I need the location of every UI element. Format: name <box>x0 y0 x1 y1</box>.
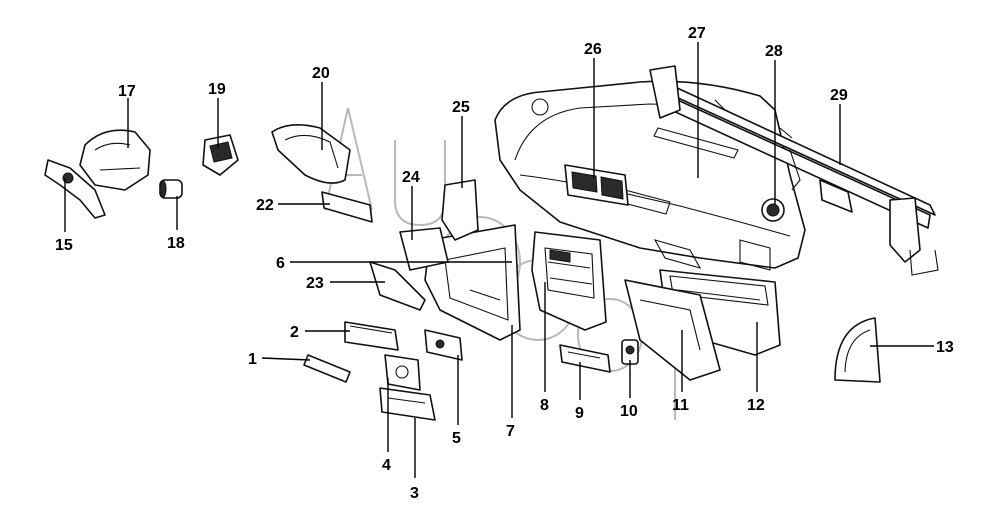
callout-28: 28 <box>765 43 783 60</box>
callout-24: 24 <box>402 169 420 186</box>
knob-part <box>159 179 183 199</box>
callout-5: 5 <box>452 430 461 447</box>
callout-2: 2 <box>290 324 299 341</box>
callout-3: 3 <box>410 485 419 502</box>
callout-20: 20 <box>312 65 330 82</box>
vent-duct-part <box>271 124 351 184</box>
callout-18: 18 <box>167 235 185 252</box>
callout-11: 11 <box>672 397 689 414</box>
callout-26: 26 <box>584 41 602 58</box>
end-cover-13-part <box>834 317 881 383</box>
callout-4: 4 <box>382 457 391 474</box>
center-console-frame-part <box>531 231 607 331</box>
speaker-part <box>761 198 785 222</box>
callout-25: 25 <box>452 99 470 116</box>
callout-23: 23 <box>306 275 324 292</box>
bracket-25-part <box>441 179 479 241</box>
module-2-part <box>344 321 399 351</box>
callout-8: 8 <box>540 397 549 414</box>
cross-beam-part <box>649 65 939 276</box>
switch-panel-5-part <box>424 329 463 361</box>
bracket-24-part <box>399 227 449 271</box>
callout-17: 17 <box>118 83 136 100</box>
callout-19: 19 <box>208 81 226 98</box>
callout-12: 12 <box>747 397 765 414</box>
callout-15: 15 <box>55 237 73 254</box>
side-vent-part <box>202 134 239 176</box>
tray-part <box>559 344 611 373</box>
callout-13: 13 <box>936 339 954 356</box>
center-vent-part <box>564 164 629 206</box>
column-cover-part <box>79 129 151 191</box>
callout-labels: 1 2 3 4 5 6 7 8 9 10 11 12 13 15 17 18 1… <box>55 25 954 502</box>
combination-switch-part <box>44 159 106 219</box>
callout-6: 6 <box>276 255 285 272</box>
callout-9: 9 <box>575 405 584 422</box>
support-frame-part <box>424 224 521 341</box>
switch-1-part <box>303 354 351 383</box>
callout-7: 7 <box>506 423 515 440</box>
side-trim-part <box>369 261 426 311</box>
callout-27: 27 <box>688 25 706 42</box>
callout-22: 22 <box>256 197 274 214</box>
callout-29: 29 <box>830 87 848 104</box>
callout-10: 10 <box>620 403 638 420</box>
lower-panel-part <box>624 279 721 381</box>
ignition-part <box>621 339 639 365</box>
bezel-4-part <box>384 354 421 391</box>
callout-1: 1 <box>248 351 257 368</box>
leader-lines <box>64 42 934 478</box>
duct-bracket-part <box>321 191 373 223</box>
control-unit-3-part <box>379 387 436 421</box>
